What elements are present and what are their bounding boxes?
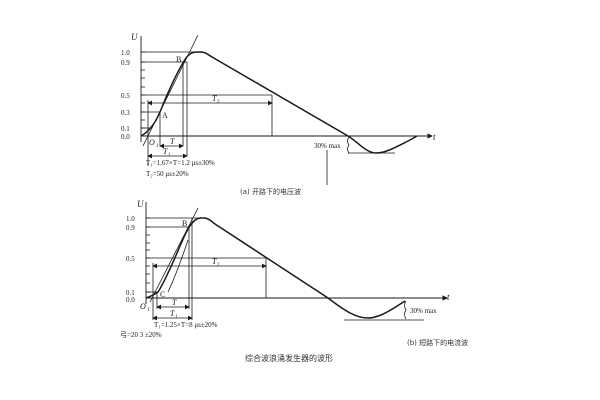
point-b-label: B bbox=[176, 55, 181, 64]
panel-b-caption: (b) 短路下的电流波 bbox=[407, 338, 468, 347]
origin-subscript: 1 bbox=[156, 144, 159, 149]
tick-0.5: 0.5 bbox=[121, 92, 130, 100]
tick-0.1: 0.1 bbox=[121, 125, 130, 133]
point-c-label: C bbox=[160, 290, 165, 299]
t2-label: T bbox=[212, 94, 217, 103]
panel-b-short-circuit-current bbox=[145, 202, 448, 321]
undershoot-label: 30% max bbox=[314, 142, 341, 150]
tick-0.9: 0.9 bbox=[126, 224, 135, 232]
tick-1.0: 1.0 bbox=[121, 49, 130, 57]
t1-label: T bbox=[170, 309, 175, 318]
tick-0.9: 0.9 bbox=[121, 59, 130, 67]
origin-label: O bbox=[140, 302, 146, 311]
t1-subscript: 1 bbox=[175, 315, 178, 320]
undershoot-label: 30% max bbox=[410, 307, 437, 315]
t1-subscript: 1 bbox=[168, 153, 171, 158]
t2-label: T bbox=[212, 257, 217, 266]
tick-0.5: 0.5 bbox=[126, 255, 135, 263]
tick-0.0: 0.0 bbox=[126, 296, 135, 304]
x-axis-label: t bbox=[447, 292, 450, 302]
origin-subscript: 1 bbox=[147, 308, 150, 313]
y-axis-label: U bbox=[137, 199, 144, 209]
point-b-label: B bbox=[182, 219, 187, 228]
panel-a-labels: U t 1.0 0.9 0.5 0.3 0.1 0.0 A B O 1 T T … bbox=[121, 32, 436, 196]
origin-label: O bbox=[149, 138, 155, 147]
formula-t2: T₂=50 μs±20% bbox=[146, 170, 189, 178]
tick-1.0: 1.0 bbox=[126, 215, 135, 223]
tick-0.3: 0.3 bbox=[121, 109, 130, 117]
panel-a-open-circuit-voltage bbox=[140, 34, 433, 185]
t1-label: T bbox=[163, 147, 168, 156]
t2-subscript: 2 bbox=[217, 100, 220, 105]
figure-title: 综合波浪涌发生器的波形 bbox=[245, 353, 333, 363]
t-label: T bbox=[170, 137, 175, 146]
tick-0.0: 0.0 bbox=[121, 133, 130, 141]
formula-t1: T₁=1.25×T=8 μs±20% bbox=[154, 321, 218, 329]
tick-0.1: 0.1 bbox=[126, 289, 135, 297]
t-label: T bbox=[172, 298, 177, 307]
formula-t1: T₁=1.67×T=1.2 μs±30% bbox=[146, 159, 215, 167]
t2-subscript: 2 bbox=[217, 263, 220, 268]
panel-a-caption: (a) 开路下的电压波 bbox=[240, 187, 301, 196]
x-axis-label: t bbox=[433, 132, 436, 142]
point-a-label: A bbox=[162, 111, 168, 120]
current-waveform bbox=[145, 217, 406, 319]
y-axis-label: U bbox=[131, 32, 138, 42]
formula-t2: 弓=20 3 ±20% bbox=[120, 331, 162, 339]
panel-b-labels: U t 1.0 0.9 0.5 0.1 0.0 C B O 1 T T 1 T … bbox=[120, 199, 468, 347]
